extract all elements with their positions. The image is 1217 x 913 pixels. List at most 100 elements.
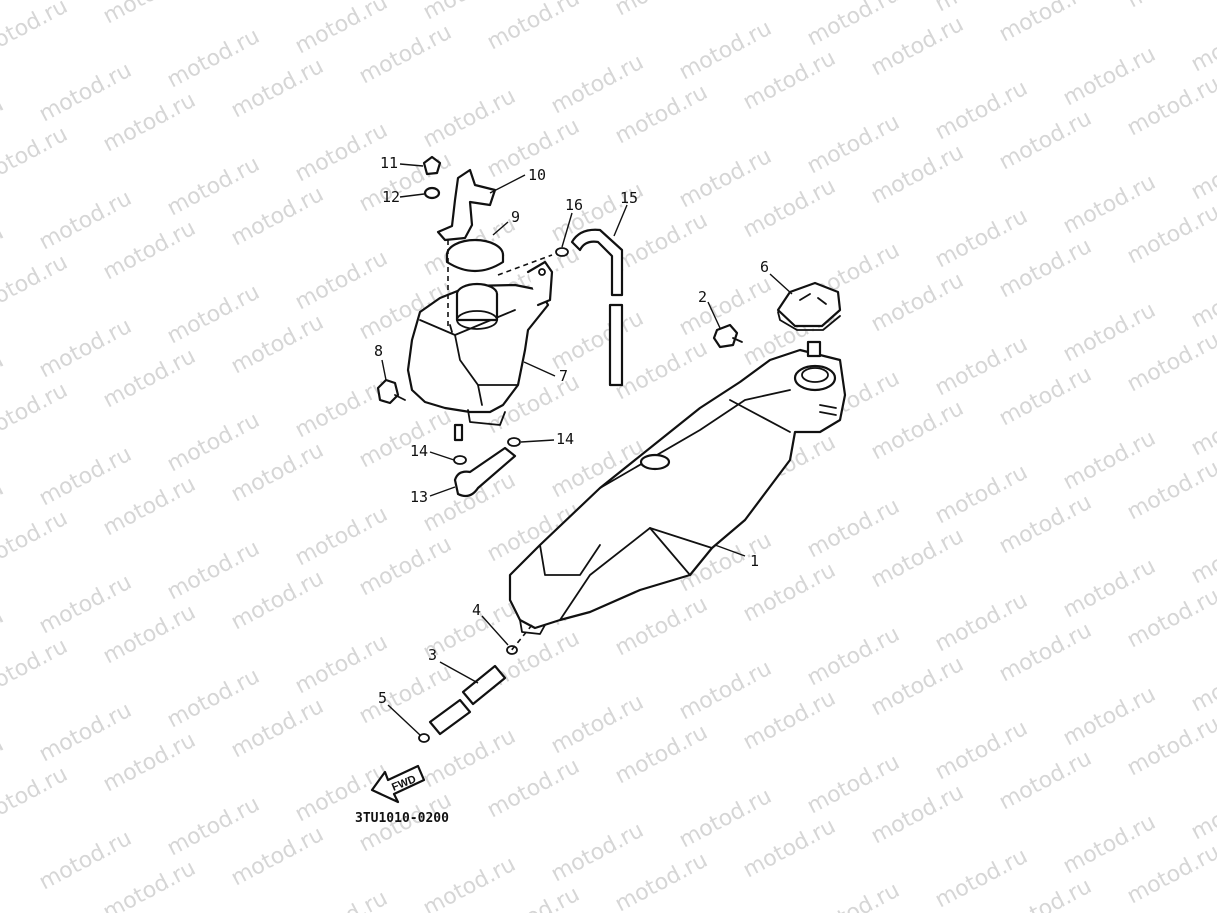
watermark-text: motod.ru [163,152,264,221]
clip-14b [507,437,521,447]
watermark-text: motod.ru [547,306,648,375]
watermark-text: motod.ru [0,0,72,63]
watermark-text: motod.ru [1123,456,1217,525]
clip-4 [506,645,518,655]
watermark-text: motod.ru [1187,8,1217,77]
watermark-text: motod.ru [1187,392,1217,461]
callout-4: 4 [472,601,481,619]
watermark-text: motod.ru [675,656,776,725]
watermark-text: motod.ru [35,314,136,383]
watermark-text: motod.ru [803,750,904,819]
watermark-text: motod.ru [1059,42,1160,111]
callout-7: 7 [559,367,568,385]
watermark-text: motod.ru [547,690,648,759]
watermark-text: motod.ru [931,588,1032,657]
reservoir-tank [406,260,554,426]
watermark-text: motod.ru [1059,426,1160,495]
watermark-text: motod.ru [611,80,712,149]
watermark-text: motod.ru [35,826,136,895]
watermark-text: motod.ru [803,494,904,563]
watermark-text: motod.ru [291,246,392,315]
bolt-8 [376,378,406,405]
watermark-text: motod.ru [1059,298,1160,367]
callout-16: 16 [565,196,583,214]
clip-5 [418,733,430,743]
clip-14a [453,455,467,465]
watermark-text: motod.ru [163,280,264,349]
callout-6: 6 [760,258,769,276]
fuel-tank [508,340,847,635]
watermark-text: motod.ru [1059,682,1160,751]
callout-13: 13 [410,488,428,506]
watermark-text: motod.ru [1187,520,1217,589]
watermark-text: motod.ru [227,182,328,251]
watermark-text: motod.ru [675,16,776,85]
callout-3: 3 [428,646,437,664]
watermark-text: motod.ru [99,88,200,157]
watermark-text: motod.ru [867,140,968,209]
callout-12: 12 [382,188,400,206]
watermark-text: motod.ru [35,698,136,767]
watermark-text: motod.ru [227,566,328,635]
watermark-text: motod.ru [35,186,136,255]
watermark-text: motod.ru [355,20,456,89]
watermark-text: motod.ru [995,746,1096,815]
bolt-2 [712,323,743,349]
watermark-text: motod.ru [547,818,648,887]
watermark-text: motod.ru [99,472,200,541]
watermark-text: motod.ru [995,0,1096,47]
washer-12 [423,186,441,200]
callout-14-left: 14 [410,442,428,460]
watermark-text: motod.ru [1123,0,1217,13]
leader-lines [381,163,793,736]
watermark-text: motod.ru [1187,264,1217,333]
watermark-text: motod.ru [1123,584,1217,653]
watermark-text: motod.ru [99,0,200,29]
watermark-text: motod.ru [995,362,1096,431]
watermark-text: motod.ru [803,622,904,691]
diagram-code: 3TU1010-0200 [355,811,449,826]
tank-cap [776,281,842,331]
assembly-lines [447,240,553,653]
bracket-10 [436,168,497,242]
watermark-text: motod.ru [803,110,904,179]
watermark-text: motod.ru [995,490,1096,559]
watermark-text: motod.ru [35,442,136,511]
callout-9: 9 [511,208,520,226]
watermark-text: motod.ru [291,502,392,571]
watermark-text: motod.ru [995,618,1096,687]
watermark-text: motod.ru [611,848,712,913]
watermark-text: motod.ru [0,250,72,319]
watermark-text: motod.ru [355,532,456,601]
watermark-text: motod.ru [99,216,200,285]
watermark-text: motod.ru [163,792,264,861]
watermark-text: motod.ru [611,720,712,789]
watermark-text: motod.ru [1059,170,1160,239]
watermark-text: motod.ru [739,174,840,243]
watermark-text: motod.ru [355,404,456,473]
watermark-text: motod.ru [867,12,968,81]
watermark-text: motod.ru [35,58,136,127]
watermark-text: motod.ru [0,762,72,831]
watermark-text: motod.ru [867,780,968,849]
watermark-text: motod.ru [1123,328,1217,397]
watermark-text: motod.ru [291,374,392,443]
watermark-text: motod.ru [1187,776,1217,845]
reservoir-cap [445,238,505,273]
callout-1: 1 [750,552,759,570]
watermark-text: motod.ru [739,686,840,755]
watermark-text: motod.ru [291,886,392,913]
watermark-text: motod.ru [419,84,520,153]
watermark-text: motod.ru [99,728,200,797]
watermark-text: motod.ru [1123,840,1217,909]
watermark-text: motod.ru [0,634,72,703]
watermark-text: motod.ru [931,716,1032,785]
watermark-text: motod.ru [99,856,200,913]
watermark-text: motod.ru [291,118,392,187]
watermark-text: motod.ru [1059,554,1160,623]
watermark-text: motod.ru [867,524,968,593]
callout-2: 2 [698,288,707,306]
watermark-text: motod.ru [611,336,712,405]
watermark-text: motod.ru [931,844,1032,913]
hose-13 [453,423,517,498]
